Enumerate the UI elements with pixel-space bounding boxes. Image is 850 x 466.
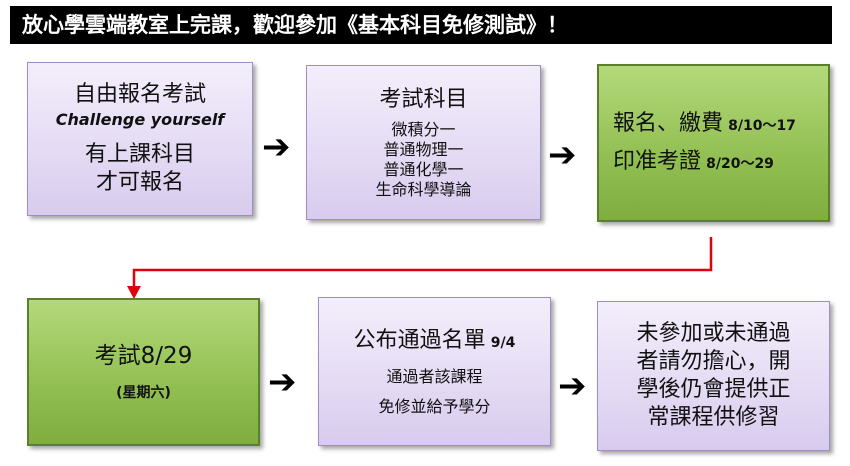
right-arrow-icon: ➔: [558, 366, 587, 406]
subject-item: 生命科學導論: [375, 179, 472, 199]
subject-item: 普通化學一: [383, 159, 464, 179]
fallback-line: 學後仍會提供正: [636, 377, 791, 402]
box-fallback-course: 未參加或未通過 者請勿擔心，開 學後仍會提供正 常課程供修習: [597, 301, 830, 451]
results-date: 9/4: [490, 334, 516, 351]
right-arrow-icon: ➔: [548, 135, 577, 175]
admission-ticket-label: 印准考證: [613, 149, 702, 174]
box-line: 才可報名: [95, 170, 184, 195]
box-title: 考試科目: [379, 86, 468, 112]
box-exam-date: 考試8/29 (星期六): [27, 298, 260, 446]
connector-line: [132, 237, 713, 288]
subject-item: 普通物理一: [383, 139, 464, 159]
registration-label: 報名、繳費: [613, 111, 724, 136]
subject-item: 微積分一: [391, 119, 456, 139]
right-arrow-icon: ➔: [268, 362, 297, 402]
results-line: 免修並給予學分: [378, 396, 491, 416]
right-arrow-icon: ➔: [262, 127, 291, 167]
exam-day: (星期六): [116, 385, 171, 401]
box-subtitle: Challenge yourself: [55, 110, 225, 129]
box-line: 有上課科目: [84, 142, 195, 167]
fallback-line: 常課程供修習: [647, 405, 780, 430]
box-registration-challenge: 自由報名考試 Challenge yourself 有上課科目 才可報名: [27, 62, 253, 216]
box-results-announcement: 公布通過名單 9/4 通過者該課程 免修並給予學分: [318, 297, 551, 446]
box-exam-subjects: 考試科目 微積分一 普通物理一 普通化學一 生命科學導論: [306, 65, 541, 220]
admission-ticket-date: 8/20～29: [706, 156, 774, 172]
results-line: 通過者該課程: [386, 366, 483, 386]
box-title: 自由報名考試: [73, 82, 206, 107]
exam-date-label: 考試8/29: [94, 343, 193, 369]
fallback-line: 者請勿擔心，開: [636, 349, 791, 374]
fallback-line: 未參加或未通過: [636, 321, 791, 346]
banner: 放心學雲端教室上完課，歡迎參加《基本科目免修測試》！: [10, 6, 832, 44]
registration-date: 8/10～17: [728, 118, 796, 134]
box-registration-dates: 報名、繳費 8/10～17 印准考證 8/20～29: [597, 64, 830, 222]
results-label: 公布通過名單: [353, 327, 486, 353]
